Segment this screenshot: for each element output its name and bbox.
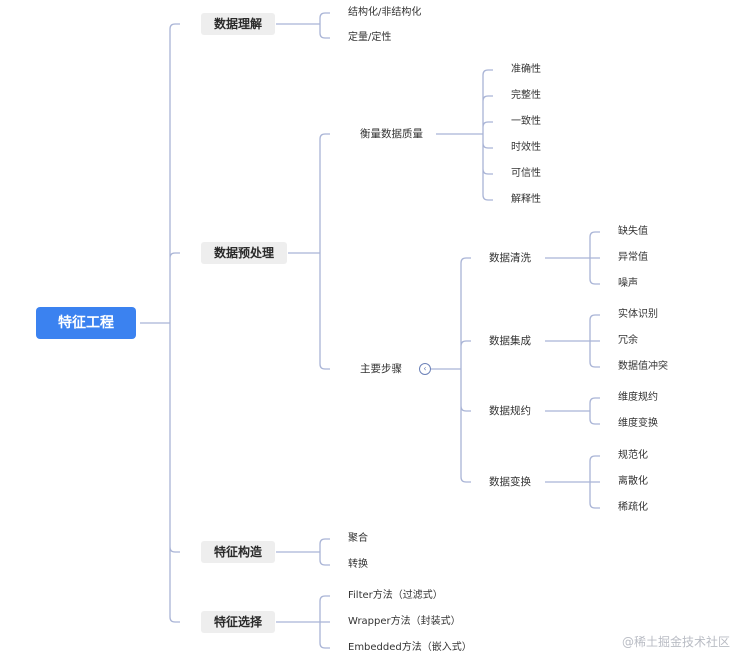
connector-preprocessing	[288, 133, 330, 370]
leaf-normalization[interactable]: 规范化	[618, 450, 648, 461]
leaf-completeness[interactable]: 完整性	[511, 90, 541, 101]
connector-integration	[545, 314, 600, 368]
node-data-integration[interactable]: 数据集成	[489, 334, 531, 347]
connector-transformation	[545, 455, 600, 509]
connector-steps	[431, 257, 471, 483]
leaf-aggregation[interactable]: 聚合	[348, 533, 368, 544]
node-measure-data-quality[interactable]: 衡量数据质量	[360, 127, 423, 140]
leaf-embedded-method[interactable]: Embedded方法（嵌入式）	[348, 642, 472, 653]
leaf-conversion[interactable]: 转换	[348, 559, 368, 570]
leaf-missing-values[interactable]: 缺失值	[618, 226, 648, 237]
leaf-discretization[interactable]: 离散化	[618, 476, 648, 487]
leaf-dimension-transform[interactable]: 维度变换	[618, 418, 658, 429]
leaf-wrapper-method[interactable]: Wrapper方法（封装式）	[348, 616, 461, 627]
site-credit: @稀土掘金技术社区	[621, 635, 730, 649]
leaf-value-conflict[interactable]: 数据值冲突	[618, 361, 668, 372]
leaf-timeliness[interactable]: 时效性	[511, 142, 541, 153]
leaf-outliers[interactable]: 异常值	[618, 252, 648, 263]
branch-data-preprocessing[interactable]: 数据预处理	[201, 242, 288, 264]
leaf-credibility[interactable]: 可信性	[511, 168, 541, 179]
connector-selection	[276, 595, 330, 649]
node-data-cleaning[interactable]: 数据清洗	[489, 251, 531, 264]
leaf-structured-unstructured[interactable]: 结构化/非结构化	[348, 7, 422, 18]
leaf-entity-recognition[interactable]: 实体识别	[618, 309, 658, 320]
branch-feature-selection[interactable]: 特征选择	[201, 611, 276, 633]
branch-feature-construction[interactable]: 特征构造	[201, 541, 276, 563]
connector-data-understanding	[276, 12, 330, 39]
connector-construction	[276, 538, 330, 566]
leaf-consistency[interactable]: 一致性	[511, 116, 541, 127]
leaf-quantitative-qualitative[interactable]: 定量/定性	[348, 32, 392, 43]
leaf-accuracy[interactable]: 准确性	[511, 64, 541, 75]
connector-reduction	[545, 397, 600, 425]
node-data-reduction[interactable]: 数据规约	[489, 404, 531, 417]
leaf-dimension-reduction[interactable]: 维度规约	[618, 392, 658, 403]
leaf-sparsification[interactable]: 稀疏化	[618, 502, 648, 513]
node-main-steps[interactable]: 主要步骤	[360, 362, 402, 375]
connector-root	[140, 23, 180, 623]
connector-cleaning	[545, 231, 600, 285]
root-node[interactable]: 特征工程	[36, 307, 136, 339]
leaf-redundancy[interactable]: 冗余	[618, 335, 638, 346]
leaf-interpretability[interactable]: 解释性	[511, 194, 541, 205]
leaf-noise[interactable]: 噪声	[618, 278, 638, 289]
branch-data-understanding[interactable]: 数据理解	[201, 13, 276, 35]
connector-quality	[436, 69, 493, 201]
leaf-filter-method[interactable]: Filter方法（过滤式）	[348, 590, 443, 601]
node-data-transformation[interactable]: 数据变换	[489, 475, 531, 488]
collapse-icon[interactable]: ‹	[419, 363, 431, 375]
